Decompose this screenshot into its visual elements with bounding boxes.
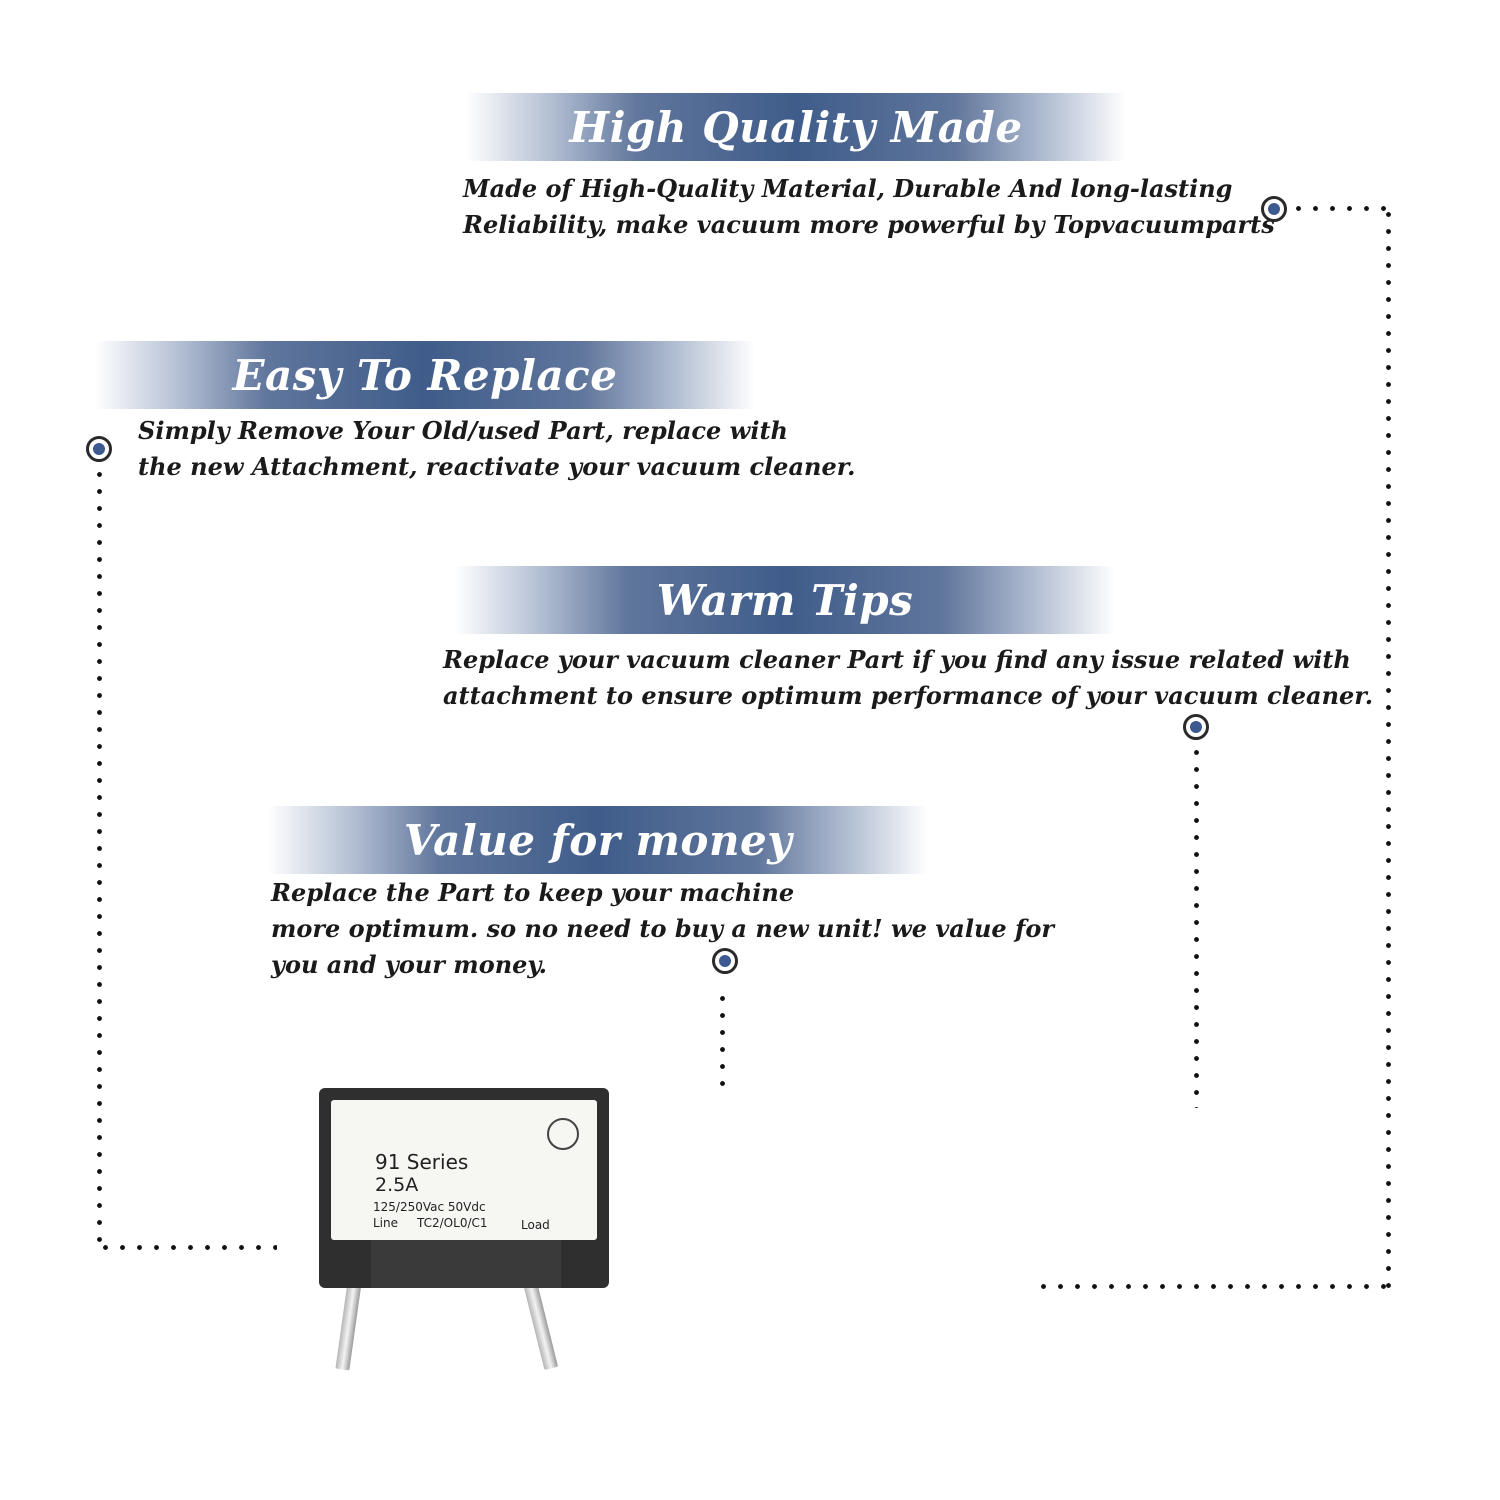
feature-description-line: Replace the Part to keep your machine xyxy=(271,878,795,907)
connector-dotted-line xyxy=(97,1245,277,1250)
certification-mark-icon xyxy=(547,1118,579,1150)
feature-description-line: you and your money. xyxy=(271,950,547,979)
connector-dotted-line xyxy=(97,466,102,1250)
feature-description-line: attachment to ensure optimum performance… xyxy=(443,681,1374,710)
feature-description: Simply Remove Your Old/used Part, replac… xyxy=(138,413,856,485)
product-circuit-breaker-image: 91 Series 2.5A 125/250Vac 50Vdc Line TC2… xyxy=(305,1060,625,1376)
connector-dotted-line xyxy=(1035,1284,1391,1289)
connector-dot-icon xyxy=(712,948,738,974)
label-voltage: 125/250Vac 50Vdc xyxy=(373,1200,486,1214)
feature-title: Value for money xyxy=(403,815,793,865)
feature-banner-value: Value for money xyxy=(268,806,928,874)
breaker-label-face: 91 Series 2.5A 125/250Vac 50Vdc Line TC2… xyxy=(331,1100,597,1240)
feature-description-line: the new Attachment, reactivate your vacu… xyxy=(138,452,856,481)
feature-banner-warm-tips: Warm Tips xyxy=(455,566,1115,634)
feature-description-line: Replace your vacuum cleaner Part if you … xyxy=(443,645,1351,674)
feature-description-line: Simply Remove Your Old/used Part, replac… xyxy=(138,416,788,445)
connector-dot-icon xyxy=(86,436,112,462)
label-code: TC2/OL0/C1 xyxy=(417,1216,488,1230)
feature-description-line: Made of High-Quality Material, Durable A… xyxy=(463,174,1233,203)
feature-description: Replace your vacuum cleaner Part if you … xyxy=(443,642,1373,714)
feature-banner-high-quality: High Quality Made xyxy=(466,93,1126,161)
label-series: 91 Series xyxy=(375,1150,469,1174)
feature-title: Warm Tips xyxy=(656,575,914,625)
breaker-base xyxy=(371,1240,561,1288)
feature-description-line: Reliability, make vacuum more powerful b… xyxy=(463,210,1275,239)
label-load: Load xyxy=(521,1218,550,1232)
feature-description: Replace the Part to keep your machine mo… xyxy=(271,875,1054,983)
label-line: Line xyxy=(373,1216,399,1230)
label-rating: 2.5A xyxy=(375,1174,419,1196)
feature-title: High Quality Made xyxy=(569,102,1023,152)
connector-dotted-line xyxy=(1290,206,1390,211)
feature-banner-easy-replace: Easy To Replace xyxy=(95,341,755,409)
connector-dotted-line xyxy=(720,990,725,1090)
feature-description: Made of High-Quality Material, Durable A… xyxy=(463,171,1275,243)
connector-dot-icon xyxy=(1183,714,1209,740)
feature-title: Easy To Replace xyxy=(232,350,618,400)
connector-dot-icon xyxy=(1261,196,1287,222)
connector-dotted-line xyxy=(1194,744,1199,1108)
feature-description-line: more optimum. so no need to buy a new un… xyxy=(271,914,1054,943)
connector-dotted-line xyxy=(1386,206,1391,1290)
